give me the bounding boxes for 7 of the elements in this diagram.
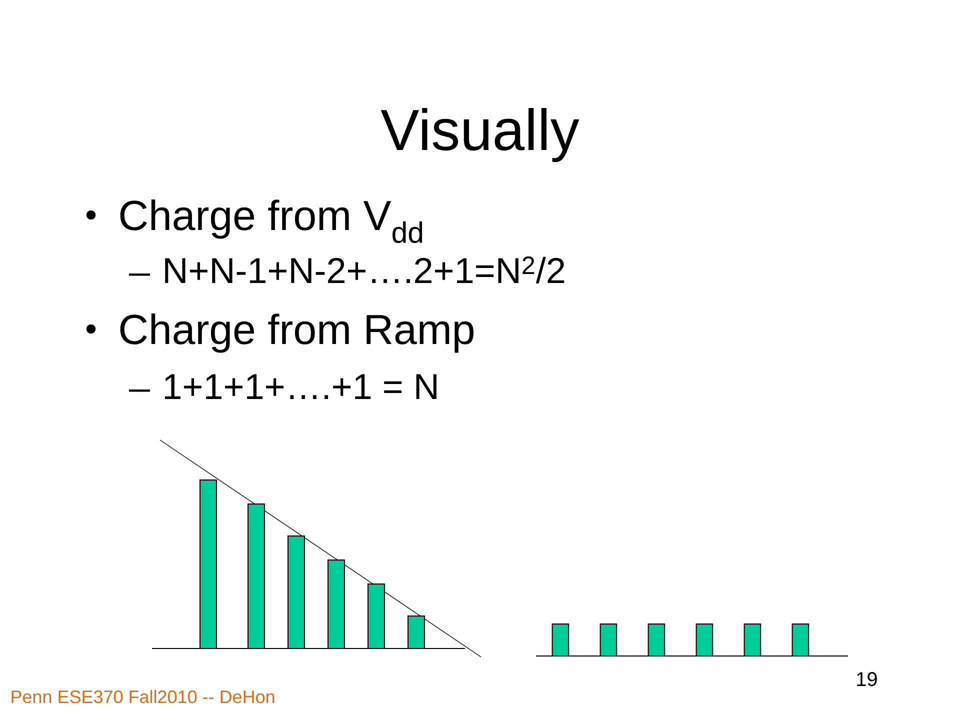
sub-bullet-text: 1+1+1+….+1 = N — [164, 374, 436, 399]
bullet-text: Charge from V$_{dd}$ — [120, 200, 422, 244]
slide-title: Visually — [380, 108, 580, 162]
bullet-text: Charge from Ramp — [120, 314, 474, 353]
footer-text: Penn ESE370 Fall2010 -- DeHon — [12, 690, 274, 704]
sub-bullet-text: N+N-1+N-2+….2+1=N$^{2}$/2 — [165, 256, 564, 284]
page-number: 19 — [857, 672, 877, 686]
